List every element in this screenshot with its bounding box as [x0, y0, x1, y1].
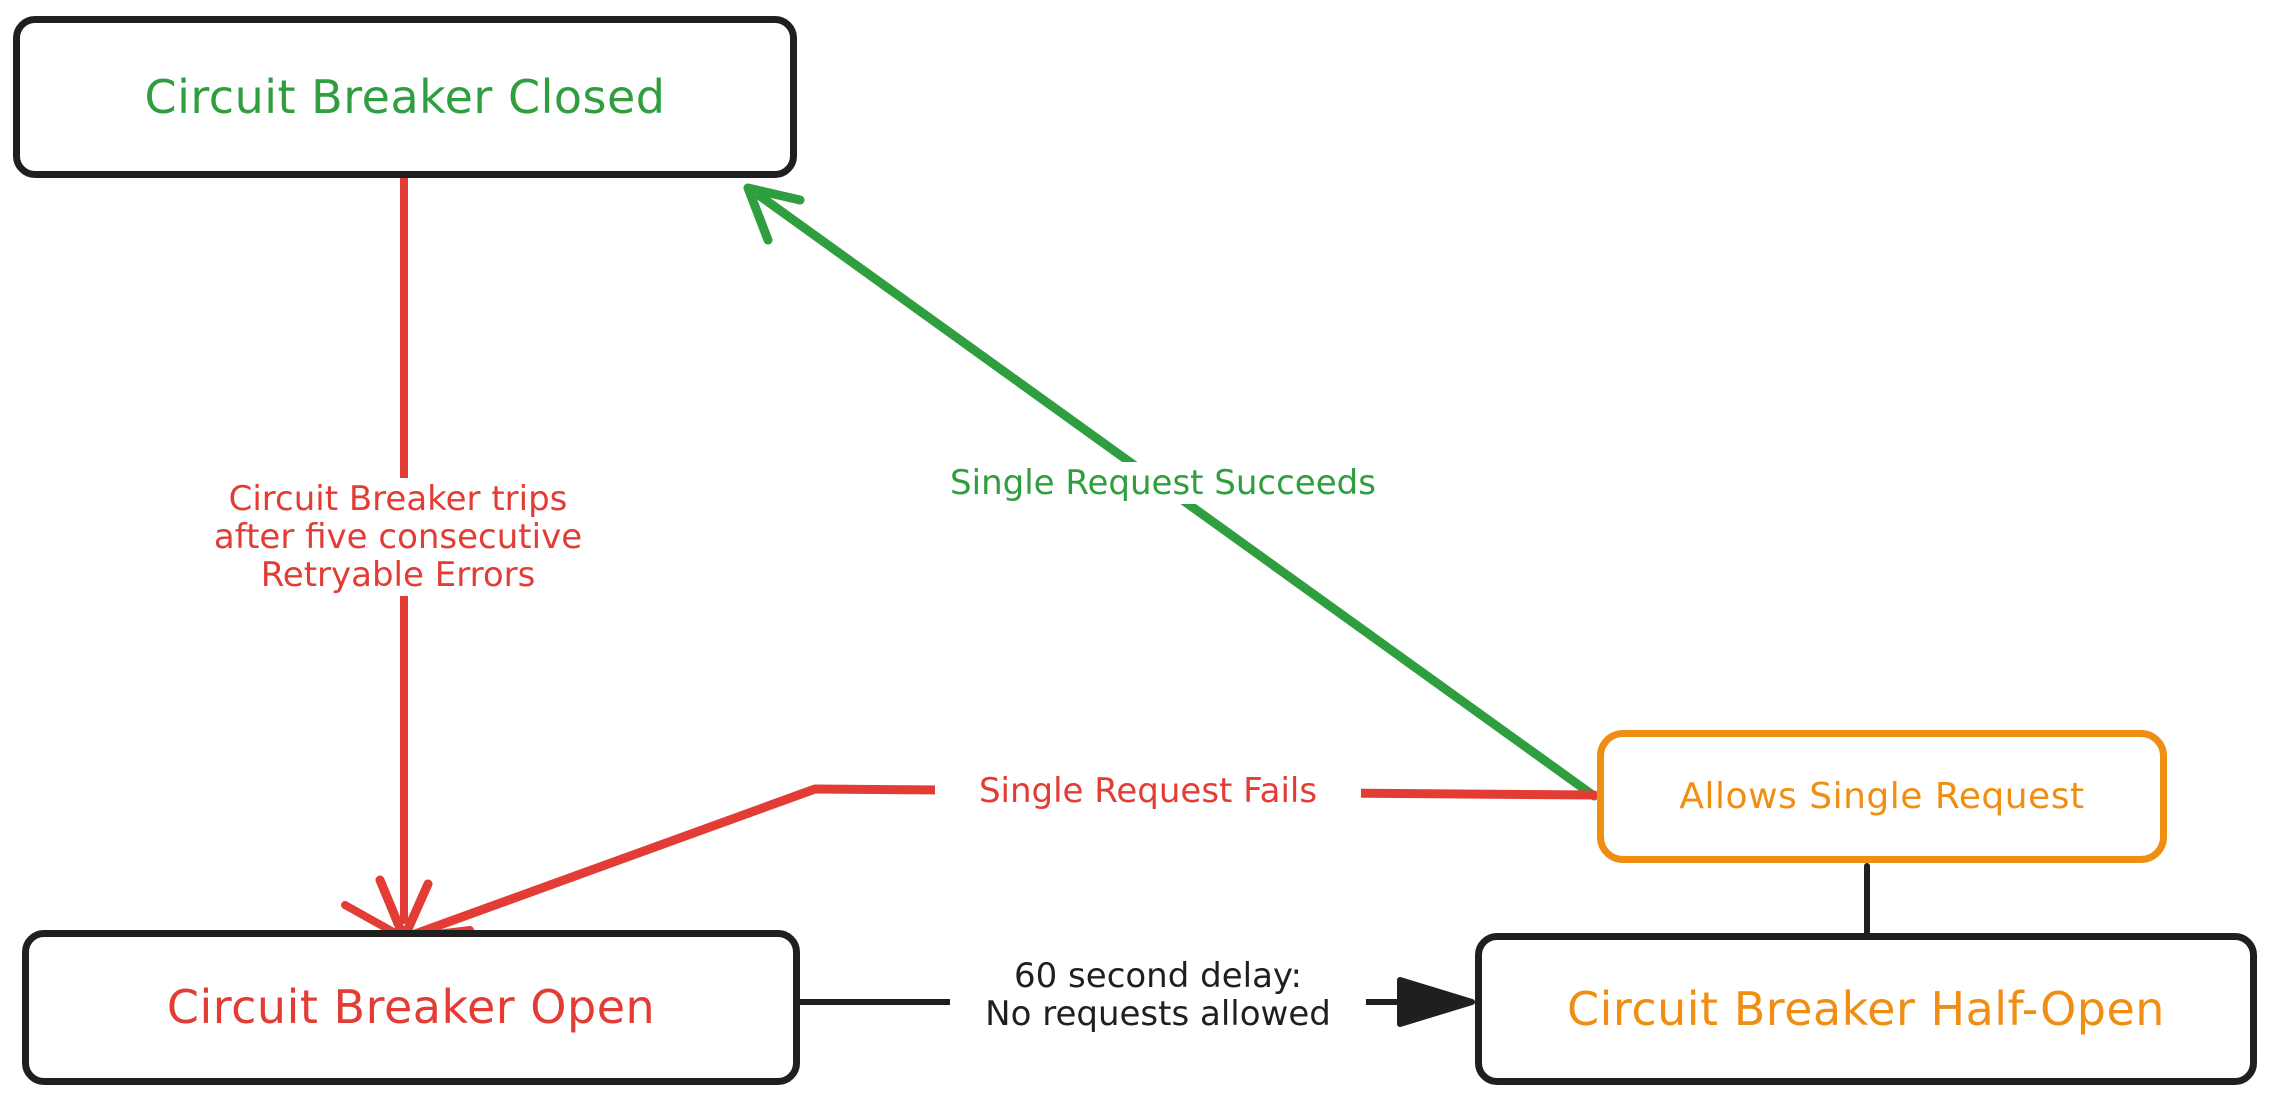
node-label-open: Circuit Breaker Open [166, 980, 656, 1035]
edge-label-closed-to-open: Circuit Breaker trips after five consecu… [180, 478, 616, 597]
edge-label-allows-to-open: Single Request Fails [935, 770, 1361, 813]
node-label-closed: Circuit Breaker Closed [144, 69, 666, 124]
node-label-half-open: Circuit Breaker Half-Open [1567, 981, 2165, 1036]
edge-label-open-to-halfopen: 60 second delay: No requests allowed [950, 955, 1366, 1036]
node-circuit-breaker-closed[interactable]: Circuit Breaker Closed [13, 16, 797, 178]
node-allows-single-request[interactable]: Allows Single Request [1597, 730, 2167, 863]
node-label-allows-single-request: Allows Single Request [1679, 775, 2085, 817]
node-circuit-breaker-half-open[interactable]: Circuit Breaker Half-Open [1475, 933, 2257, 1085]
edge-label-allows-to-closed: Single Request Succeeds [905, 462, 1421, 505]
node-circuit-breaker-open[interactable]: Circuit Breaker Open [22, 930, 800, 1085]
